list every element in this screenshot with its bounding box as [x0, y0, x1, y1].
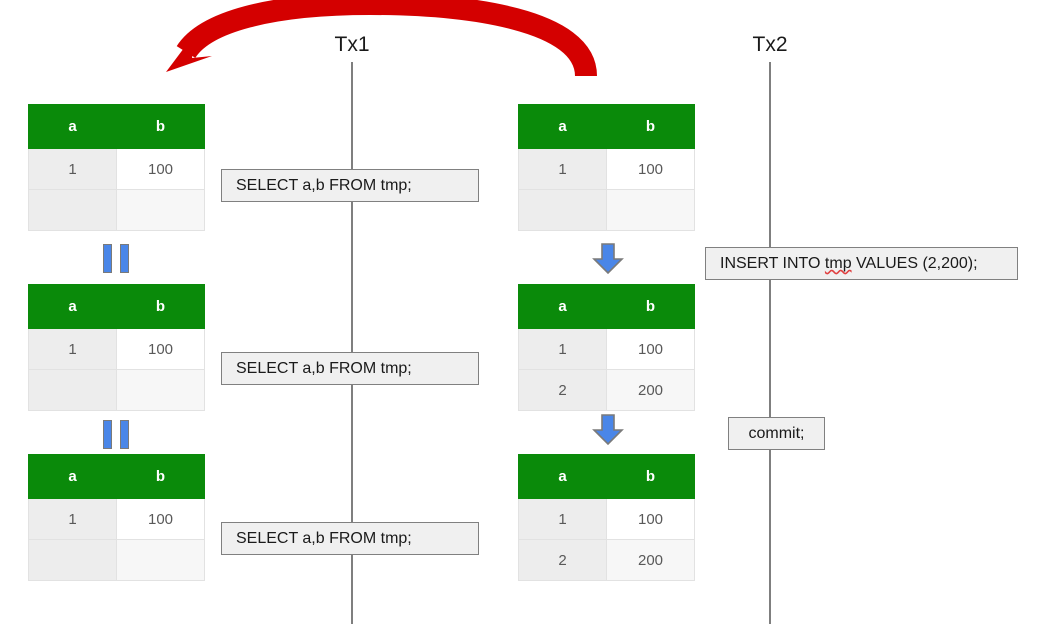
table-header-row: a b	[518, 284, 695, 329]
pause-bar-left	[103, 244, 112, 273]
column-header-b: b	[606, 284, 695, 329]
column-header-a: a	[28, 284, 117, 329]
cell-a: 2	[518, 539, 607, 581]
pause-icon	[103, 420, 129, 449]
table-row-empty	[28, 539, 205, 581]
column-header-b: b	[606, 104, 695, 149]
pause-bar-left	[103, 420, 112, 449]
cell-b: 100	[116, 498, 205, 540]
column-header-a: a	[28, 454, 117, 499]
cell-b	[116, 539, 205, 581]
column-header-b: b	[116, 284, 205, 329]
table-row: 1 100	[28, 328, 205, 370]
column-header-b: b	[116, 104, 205, 149]
column-header-a: a	[518, 104, 607, 149]
cell-b: 100	[606, 328, 695, 370]
table-tx1-snapshot-3: a b 1 100	[28, 454, 205, 581]
table-row: 1 100	[28, 148, 205, 190]
table-row: 2 200	[518, 539, 695, 581]
table-row: 1 100	[28, 498, 205, 540]
cell-a	[28, 189, 117, 231]
down-arrow-icon	[592, 414, 624, 446]
down-arrow-icon	[592, 243, 624, 275]
column-header-a: a	[518, 284, 607, 329]
table-tx1-snapshot-2: a b 1 100	[28, 284, 205, 411]
table-row: 1 100	[518, 498, 695, 540]
table-header-row: a b	[28, 104, 205, 149]
column-header-a: a	[518, 454, 607, 499]
cell-b: 200	[606, 369, 695, 411]
cell-a: 1	[28, 328, 117, 370]
pause-bar-right	[120, 244, 129, 273]
cell-b: 100	[606, 148, 695, 190]
table-row: 2 200	[518, 369, 695, 411]
lifeline-label-tx2: Tx2	[752, 33, 788, 56]
statement-box-select-1[interactable]: SELECT a,b FROM tmp;	[221, 169, 479, 202]
cell-b	[116, 369, 205, 411]
column-header-b: b	[606, 454, 695, 499]
table-actual-3: a b 1 100 2 200	[518, 454, 695, 581]
cell-b: 100	[606, 498, 695, 540]
lifeline-tx1	[351, 62, 353, 624]
statement-box-insert[interactable]: INSERT INTO tmp VALUES (2,200);	[705, 247, 1018, 280]
insert-text-suffix: VALUES (2,200);	[851, 255, 978, 272]
table-actual-1: a b 1 100	[518, 104, 695, 231]
table-tx1-snapshot-1: a b 1 100	[28, 104, 205, 231]
table-header-row: a b	[28, 454, 205, 499]
cell-a: 1	[28, 148, 117, 190]
lifeline-label-tx1: Tx1	[334, 33, 370, 56]
insert-text-prefix: INSERT INTO	[720, 255, 825, 272]
column-header-a: a	[28, 104, 117, 149]
cell-a	[518, 189, 607, 231]
table-row-empty	[28, 189, 205, 231]
table-row-empty	[28, 369, 205, 411]
column-header-b: b	[116, 454, 205, 499]
statement-box-select-2[interactable]: SELECT a,b FROM tmp;	[221, 352, 479, 385]
cell-a: 1	[518, 148, 607, 190]
cell-a: 2	[518, 369, 607, 411]
table-row-empty	[518, 189, 695, 231]
statement-box-commit[interactable]: commit;	[728, 417, 825, 450]
table-actual-2: a b 1 100 2 200	[518, 284, 695, 411]
table-header-row: a b	[518, 104, 695, 149]
cell-b	[116, 189, 205, 231]
statement-box-select-3[interactable]: SELECT a,b FROM tmp;	[221, 522, 479, 555]
table-row: 1 100	[518, 328, 695, 370]
pause-bar-right	[120, 420, 129, 449]
cell-b: 200	[606, 539, 695, 581]
cell-a: 1	[518, 498, 607, 540]
cell-a	[28, 369, 117, 411]
cell-b: 100	[116, 328, 205, 370]
table-header-row: a b	[28, 284, 205, 329]
insert-text-table: tmp	[824, 255, 852, 272]
lifeline-tx2	[769, 62, 771, 624]
cell-a: 1	[28, 498, 117, 540]
cell-a: 1	[518, 328, 607, 370]
cell-b: 100	[116, 148, 205, 190]
table-header-row: a b	[518, 454, 695, 499]
cell-a	[28, 539, 117, 581]
table-row: 1 100	[518, 148, 695, 190]
pause-icon	[103, 244, 129, 273]
cell-b	[606, 189, 695, 231]
